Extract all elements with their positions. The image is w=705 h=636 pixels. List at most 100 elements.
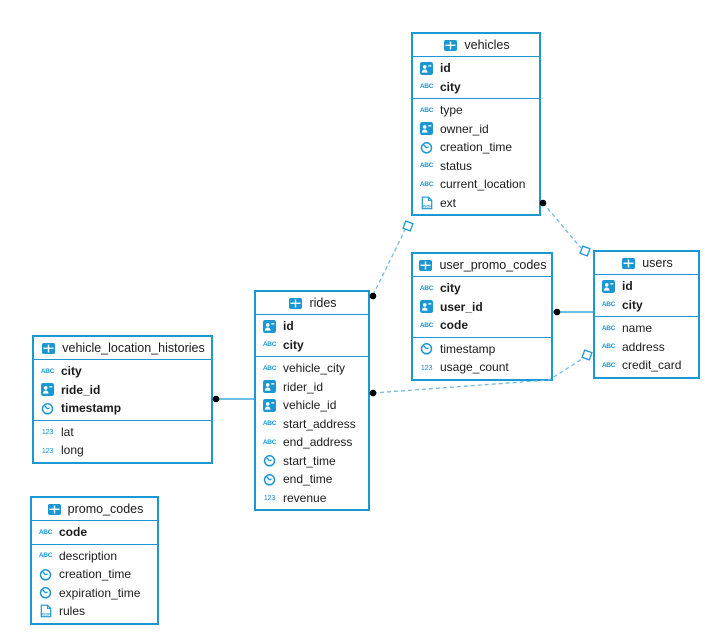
column-row[interactable]: expiration_time: [32, 584, 157, 603]
column-row[interactable]: timestamp: [34, 399, 211, 418]
column-name: description: [59, 548, 118, 563]
column-name: creation_time: [59, 567, 132, 582]
column-name: ext: [440, 195, 457, 210]
column-row[interactable]: creation_time: [413, 138, 539, 157]
table-title: rides: [309, 296, 337, 310]
table-header-rides[interactable]: rides: [256, 292, 368, 314]
column-row[interactable]: id: [595, 277, 698, 296]
column-row[interactable]: ABC vehicle_city: [256, 359, 368, 378]
relation-line[interactable]: [542, 202, 582, 249]
text-type-icon: ABC: [262, 364, 277, 372]
column-name: user_id: [440, 299, 483, 314]
relation-vehicle_location_histories-rides[interactable]: [211, 395, 256, 403]
relation-endpoint-dot: [369, 292, 377, 300]
table-header-user_promo_codes[interactable]: user_promo_codes: [413, 254, 551, 276]
column-name: city: [61, 364, 82, 379]
column-name: end_time: [283, 472, 333, 487]
column-name: city: [440, 79, 461, 94]
relation-user_promo_codes-users[interactable]: [551, 308, 595, 316]
relation-vehicles-users[interactable]: [539, 199, 591, 257]
column-row[interactable]: ABC credit_card: [595, 356, 698, 375]
table-icon: [620, 257, 637, 269]
timestamp-type-icon: [261, 454, 278, 467]
table-icon: [417, 259, 434, 271]
timestamp-type-icon: [418, 140, 435, 154]
column-name: owner_id: [440, 121, 489, 136]
column-row[interactable]: end_time: [256, 470, 368, 489]
text-type-icon: ABC: [419, 180, 434, 188]
column-row[interactable]: vehicle_id: [256, 396, 368, 415]
column-name: status: [440, 158, 473, 173]
column-name: creation_time: [440, 140, 513, 155]
table-icon: [287, 297, 304, 309]
column-row[interactable]: id: [256, 317, 368, 336]
table-header-promo_codes[interactable]: promo_codes: [32, 498, 157, 520]
column-name: start_time: [283, 453, 336, 468]
column-name: credit_card: [622, 358, 682, 373]
column-name: rules: [59, 604, 86, 619]
column-row[interactable]: ABC description: [32, 547, 157, 566]
text-type-icon: ABC: [262, 438, 277, 446]
relation-endpoint-dot: [212, 395, 220, 403]
number-type-icon: 123: [420, 362, 433, 372]
text-type-icon: ABC: [38, 552, 53, 560]
column-row[interactable]: user_id: [413, 298, 551, 317]
timestamp-type-icon: [37, 567, 54, 581]
column-name: id: [283, 319, 294, 334]
column-name: id: [440, 61, 451, 76]
column-row[interactable]: 123 long: [34, 441, 211, 460]
column-row[interactable]: creation_time: [32, 565, 157, 584]
column-row[interactable]: owner_id: [413, 120, 539, 139]
text-type-icon: ABC: [601, 361, 616, 369]
column-name: vehicle_city: [283, 361, 346, 376]
table-header-vehicles[interactable]: vehicles: [413, 34, 539, 56]
column-name: long: [61, 443, 84, 458]
table-header-users[interactable]: users: [595, 252, 698, 274]
column-name: revenue: [283, 490, 327, 505]
column-row[interactable]: rider_id: [256, 378, 368, 397]
timestamp-type-icon: [261, 472, 278, 486]
column-name: city: [283, 337, 304, 352]
table-header-vehicle_location_histories[interactable]: vehicle_location_histories: [34, 337, 211, 359]
column-row[interactable]: timestamp: [413, 340, 551, 359]
column-row[interactable]: id: [413, 59, 539, 78]
id-type-icon: [261, 380, 278, 394]
number-type-icon: 123: [41, 445, 54, 455]
relation-rides-vehicles[interactable]: [369, 220, 414, 300]
column-row[interactable]: start_time: [256, 452, 368, 471]
text-type-icon: ABC: [601, 343, 616, 351]
relation-line[interactable]: [372, 229, 406, 296]
column-row[interactable]: ride_id: [34, 381, 211, 400]
id-type-icon: [261, 398, 278, 412]
